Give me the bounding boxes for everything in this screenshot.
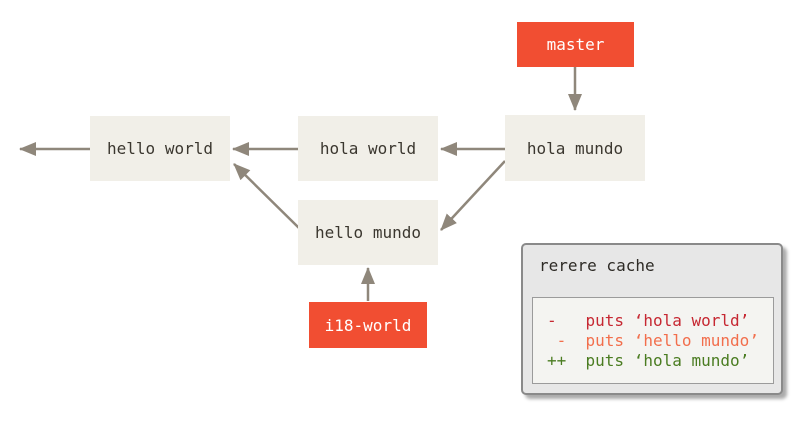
diff-line-removed-hola-world: - puts ‘hola world’ xyxy=(547,311,750,330)
commit-node-hello-mundo: hello mundo xyxy=(298,200,438,265)
branch-label-text: i18-world xyxy=(324,315,412,335)
commit-label: hello world xyxy=(107,139,213,158)
branch-label-text: master xyxy=(546,35,605,54)
rerere-cache-diff-box: - puts ‘hola world’ - puts ‘hello mundo’… xyxy=(532,297,774,384)
rerere-cache-panel: rerere cache - puts ‘hola world’ - puts … xyxy=(521,243,783,395)
commit-label: hola mundo xyxy=(526,138,624,158)
commit-node-hello-world: hello world xyxy=(90,116,230,181)
branch-label-master: master xyxy=(517,22,634,67)
commit-label: hola world xyxy=(319,139,417,158)
diff-line-removed-hello-mundo: - puts ‘hello mundo’ xyxy=(547,331,759,350)
commit-node-hola-world: hola world xyxy=(298,116,438,181)
diff-line-added-hola-mundo: ++ puts ‘hola mundo’ xyxy=(547,351,750,370)
arrow-hello-mundo-to-hello-world xyxy=(233,163,301,230)
arrow-hola-mundo-to-hello-mundo xyxy=(440,160,506,231)
rerere-cache-title: rerere cache xyxy=(539,256,655,275)
commit-label: hello mundo xyxy=(315,223,421,242)
branch-label-i18-world: i18-world xyxy=(309,302,427,348)
commit-node-hola-mundo: hola mundo xyxy=(505,115,645,181)
